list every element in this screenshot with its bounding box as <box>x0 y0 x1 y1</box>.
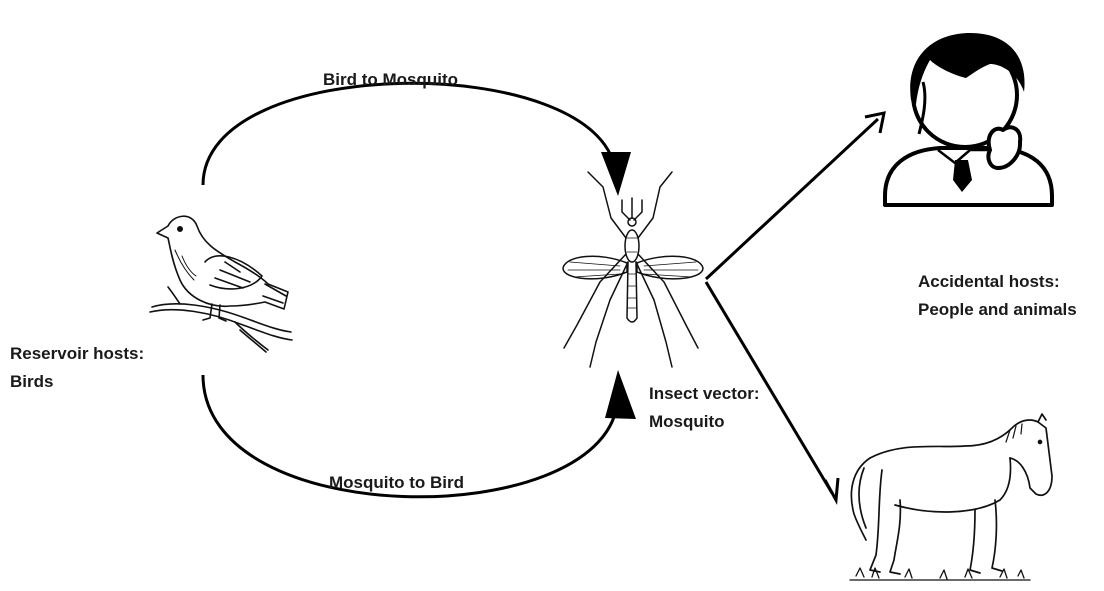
mosquito-to-bird-label: Mosquito to Bird <box>329 469 464 497</box>
bird-illustration <box>150 216 292 352</box>
insect-vector-value: Mosquito <box>649 408 760 436</box>
reservoir-hosts-label: Reservoir hosts: Birds <box>10 340 144 396</box>
accidental-hosts-title: Accidental hosts: <box>918 268 1077 296</box>
accidental-hosts-label: Accidental hosts: People and animals <box>918 268 1077 324</box>
reservoir-hosts-title: Reservoir hosts: <box>10 340 144 368</box>
mosquito-to-person-arrow <box>706 119 878 279</box>
bird-to-mosquito-arrowhead <box>601 152 631 196</box>
mosquito-to-bird-arrowhead <box>605 370 636 419</box>
accidental-hosts-value: People and animals <box>918 296 1077 324</box>
insect-vector-title: Insect vector: <box>649 380 760 408</box>
insect-vector-label: Insect vector: Mosquito <box>649 380 760 436</box>
reservoir-hosts-value: Birds <box>10 368 144 396</box>
person-illustration <box>885 33 1052 205</box>
mosquito-to-horse-arrowhead <box>825 478 838 500</box>
bird-to-mosquito-label: Bird to Mosquito <box>323 66 458 94</box>
horse-illustration <box>850 414 1052 580</box>
bird-to-mosquito-arc <box>203 83 615 185</box>
mosquito-illustration <box>563 172 703 367</box>
